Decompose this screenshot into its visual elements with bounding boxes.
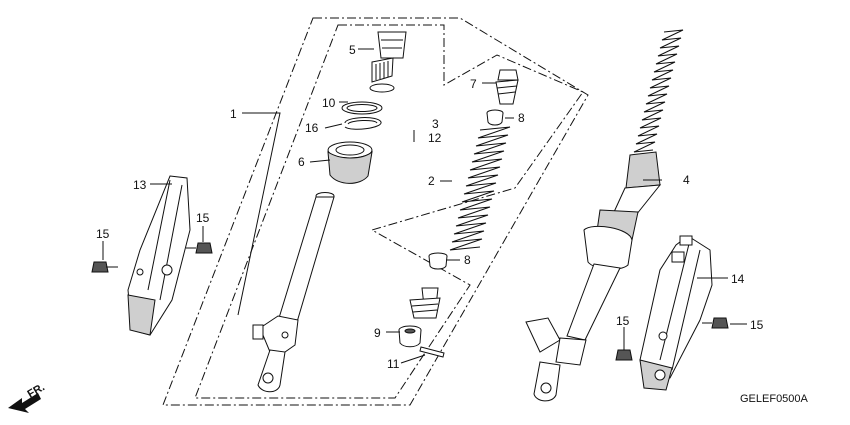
callout-14: 14 [731,272,745,286]
part-bolt-right-a [615,340,633,361]
callout-5: 5 [349,43,356,57]
callout-3: 3 [432,117,439,131]
callout-15-right-b: 15 [750,318,764,332]
outer-assembly-frame [162,17,589,406]
part-dust-seal [327,141,373,184]
part-circlip [344,117,382,130]
part-fork-cover-left [127,175,191,336]
inner-assembly-frame [194,24,584,399]
callout-12: 12 [428,131,442,145]
part-damper-rod-top [495,69,519,105]
callout-9: 9 [374,326,381,340]
part-fork-cap [369,31,407,93]
part-fork-cover-right [639,235,713,391]
part-fork-assembly-right [525,29,684,402]
part-pin [419,346,445,358]
callout-4: 4 [683,173,690,187]
callout-13: 13 [133,178,147,192]
callout-7: 7 [470,77,477,91]
part-bolt-left-a [91,261,118,273]
direction-label: FR. [26,381,47,400]
part-spring-seat-upper [486,109,504,126]
part-spring-seat-lower [428,252,448,270]
callout-11: 11 [387,357,400,371]
diagram-code: GELEF0500A [740,393,809,405]
part-damper-piece [409,287,441,319]
callout-2: 2 [428,174,435,188]
leader-lines [102,48,747,364]
callout-15-left-a: 15 [96,227,110,241]
front-direction-arrow-icon [8,393,41,413]
part-fork-spring [449,126,511,251]
callout-6: 6 [298,155,305,169]
part-fork-pipe [252,192,335,393]
callout-10: 10 [322,96,336,110]
part-o-ring [341,101,383,115]
callout-8-lower: 8 [464,253,471,267]
part-bolt-left-b [186,242,213,254]
callout-1: 1 [230,107,237,121]
callout-16: 16 [305,121,319,135]
callout-15-left-b: 15 [196,211,210,225]
part-collar [398,325,422,348]
callout-15-right-a: 15 [616,314,630,328]
part-bolt-right-b [702,317,729,329]
callout-8-upper: 8 [518,111,525,125]
